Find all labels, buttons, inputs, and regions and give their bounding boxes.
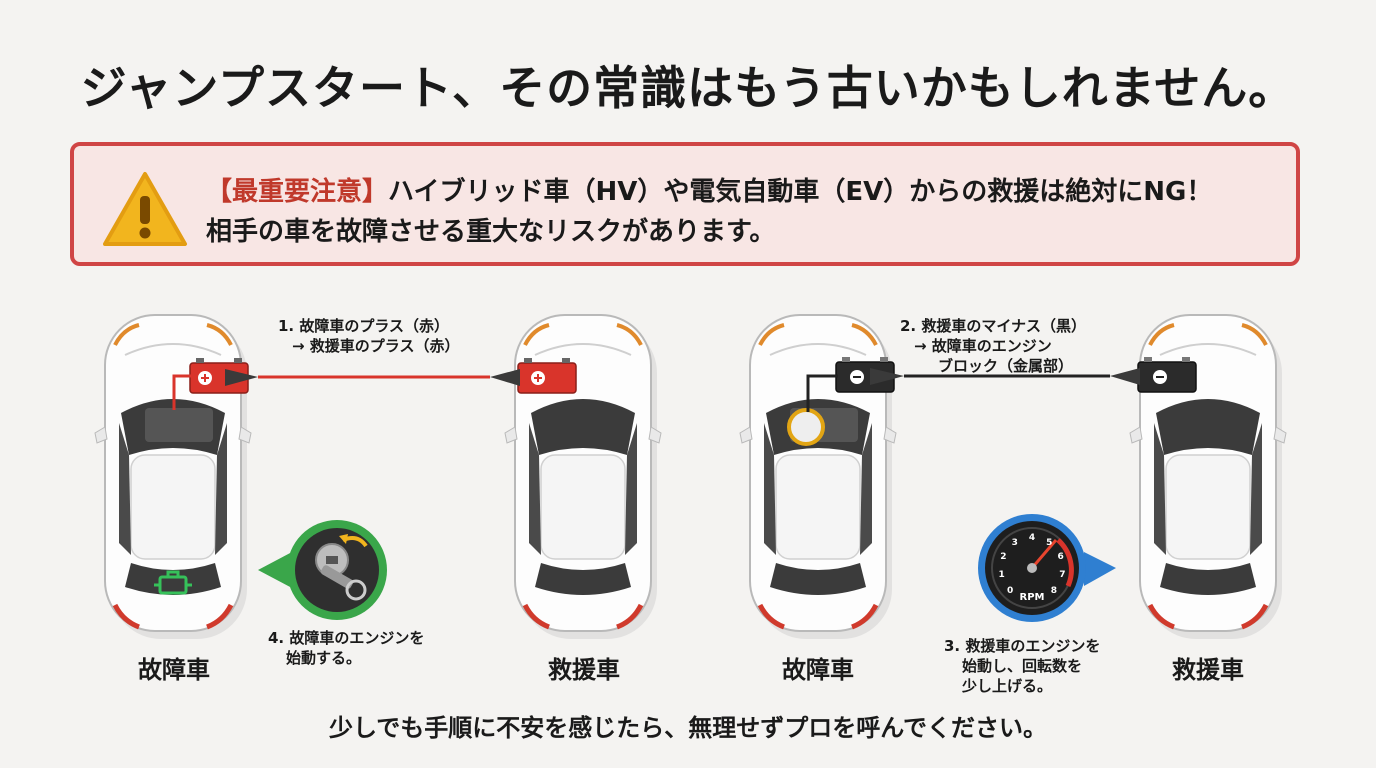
step-2: 2. 救援車のマイナス（黒） → 故障車のエンジン ブロック（金属部） <box>900 316 1086 376</box>
step-1-line-1: 1. 故障車のプラス（赤） <box>278 317 450 335</box>
battery-rescue-right <box>1110 356 1197 393</box>
ignition-key-icon <box>258 520 387 620</box>
step-2-line-1: 2. 救援車のマイナス（黒） <box>900 317 1087 335</box>
battery-rescue-left <box>490 357 577 394</box>
warning-text: 【最重要注意】ハイブリッド車（HV）や電気自動車（EV）からの救援は絶対にNG！… <box>206 172 1212 252</box>
broken-car-right <box>740 315 896 639</box>
engine-warning-icon <box>154 570 192 595</box>
tach-tick-label: 0 <box>1007 586 1013 596</box>
jump-start-diagram: 01 23 4 56 78 RPM <box>0 290 1376 700</box>
label-broken-car-right: 故障車 <box>782 656 854 684</box>
warning-line-1: ハイブリッド車（HV）や電気自動車（EV）からの救援は絶対にNG！ <box>388 177 1213 207</box>
tach-tick-label: 1 <box>998 570 1004 580</box>
step-3-line-3: 少し上げる。 <box>962 677 1053 695</box>
label-rescue-car-right: 救援車 <box>1172 656 1244 684</box>
tach-tick-label: 4 <box>1029 533 1035 543</box>
step-2-line-2: → 故障車のエンジン <box>914 337 1052 355</box>
ground-point <box>787 408 825 446</box>
warning-tag: 【最重要注意】 <box>206 177 389 207</box>
step-3-line-2: 始動し、回転数を <box>962 657 1083 675</box>
broken-car-left <box>95 315 251 639</box>
tach-tick-label: 2 <box>1000 552 1006 562</box>
label-broken-car-left: 故障車 <box>138 656 210 684</box>
warning-box: 【最重要注意】ハイブリッド車（HV）や電気自動車（EV）からの救援は絶対にNG！… <box>70 142 1300 266</box>
tach-tick-label: 3 <box>1012 538 1018 548</box>
tachometer-icon: 01 23 4 56 78 RPM <box>978 514 1116 622</box>
clamp <box>225 369 258 386</box>
step-4-line-2: 始動する。 <box>286 649 362 667</box>
warning-line-2: 相手の車を故障させる重大なリスクがあります。 <box>206 217 776 247</box>
step-1-line-2: → 救援車のプラス（赤） <box>292 337 460 355</box>
tach-tick-label: 7 <box>1059 570 1065 580</box>
page-title: ジャンプスタート、その常識はもう古いかもしれません。 <box>80 61 1296 115</box>
battery-broken-left <box>189 357 258 394</box>
step-3-line-1: 3. 救援車のエンジンを <box>944 637 1101 655</box>
step-4: 4. 故障車のエンジンを 始動する。 <box>268 628 424 668</box>
step-2-line-3: ブロック（金属部） <box>938 357 1074 375</box>
engine-bay <box>145 408 213 442</box>
tach-unit: RPM <box>1020 592 1045 603</box>
tach-tick-label: 8 <box>1051 586 1057 596</box>
label-rescue-car-left: 救援車 <box>548 656 620 684</box>
footer-note: 少しでも手順に不安を感じたら、無理せずプロを呼んでください。 <box>328 714 1048 742</box>
step-3: 3. 救援車のエンジンを 始動し、回転数を 少し上げる。 <box>944 636 1100 696</box>
tach-tick-label: 6 <box>1057 552 1063 562</box>
step-4-line-1: 4. 故障車のエンジンを <box>268 629 425 647</box>
warning-icon <box>103 172 187 246</box>
battery-broken-right <box>835 356 904 393</box>
tach-tick-label: 5 <box>1046 538 1052 548</box>
step-1: 1. 故障車のプラス（赤） → 救援車のプラス（赤） <box>278 316 460 356</box>
